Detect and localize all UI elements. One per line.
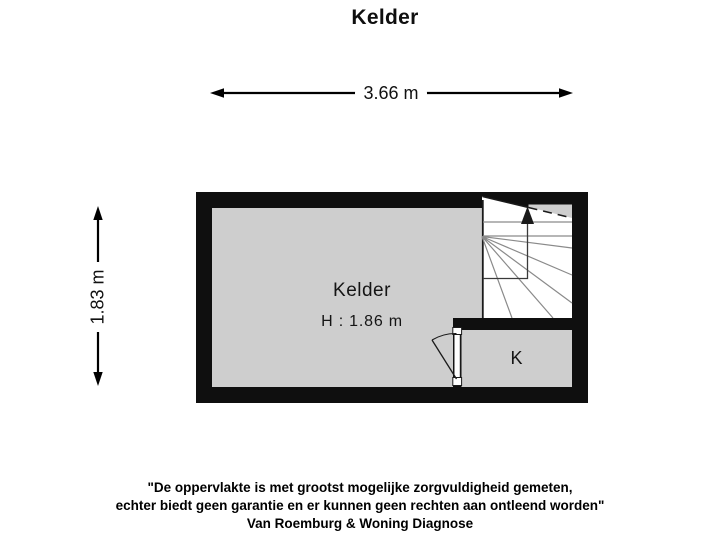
- disclaimer: "De oppervlakte is met grootst mogelijke…: [0, 479, 720, 533]
- stairs-up-arrow-icon: [521, 206, 534, 224]
- arrow-left-head: [210, 88, 224, 98]
- door-swing-arc: [431, 332, 457, 341]
- door-leaf: [431, 339, 458, 380]
- stairs-cut-line-dashed: [528, 206, 573, 219]
- disclaimer-line-3: Van Roemburg & Woning Diagnose: [246, 516, 474, 531]
- wall-wedge-above-stairs: [482, 192, 529, 207]
- arrow-right-head: [559, 88, 573, 98]
- door-jamb-bottom: [452, 377, 463, 386]
- room-ceiling-height-label: H : 1.86 m: [321, 313, 403, 330]
- disclaimer-line-1: "De oppervlakte is met grootst mogelijke…: [147, 480, 573, 495]
- stairs-cut-line-solid: [482, 195, 529, 209]
- height-dimension-label: 1.83 m: [87, 262, 109, 332]
- disclaimer-line-2: echter biedt geen garantie en er kunnen …: [115, 498, 605, 513]
- wall-under-stairs: [453, 318, 572, 330]
- width-dimension-value: 3.66 m: [363, 83, 419, 103]
- page-title: Kelder: [351, 6, 419, 29]
- room-label-k: K: [510, 348, 523, 368]
- height-dimension-value: 1.83 m: [87, 269, 108, 325]
- arrow-up-head: [93, 206, 103, 220]
- door-opening: [453, 333, 461, 379]
- width-dimension-label: 3.66 m: [355, 83, 427, 104]
- thin-wall-top-right: [528, 192, 572, 205]
- stairs-walk-line: [483, 222, 529, 280]
- arrow-down-head: [93, 372, 103, 386]
- room-label-kelder: Kelder: [333, 280, 391, 301]
- door-jamb-top: [452, 327, 463, 335]
